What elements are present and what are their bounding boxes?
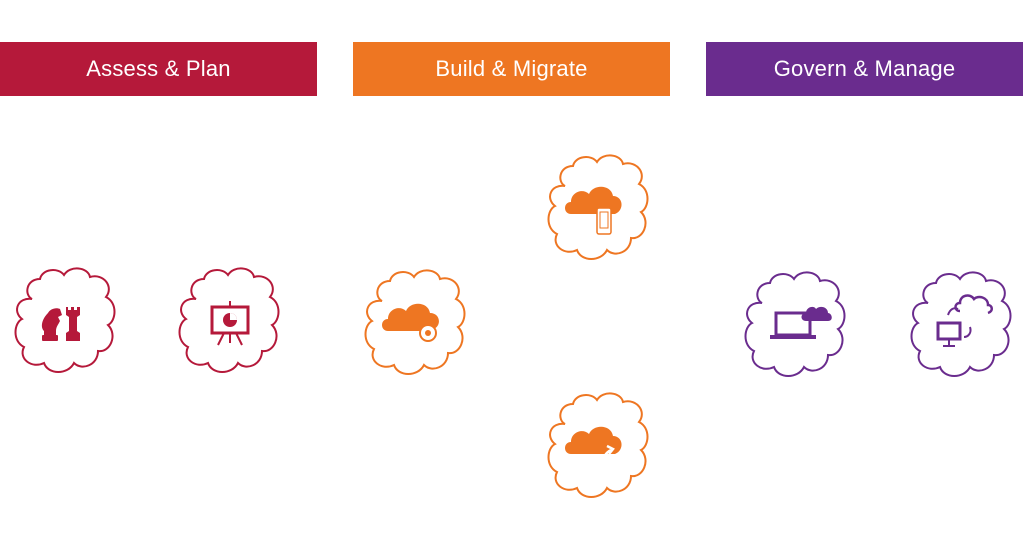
phase-header-govern-manage: Govern & Manage	[706, 42, 1023, 96]
build-cloud-upload	[545, 390, 653, 506]
assess-cloud-strategy	[12, 265, 120, 381]
cloud-mobile-icon	[565, 186, 622, 235]
cloud-gear-icon	[382, 303, 439, 342]
cloud-outline	[178, 267, 280, 373]
chess-pieces-icon	[41, 307, 80, 341]
govern-cloud-sync	[908, 269, 1016, 385]
laptop-cloud-icon	[770, 306, 832, 339]
phase-header-assess-plan: Assess & Plan	[0, 42, 317, 96]
phase-header-label: Govern & Manage	[773, 56, 956, 81]
cloud-outline	[14, 267, 116, 373]
cloud-outline	[547, 392, 649, 498]
cloud-outline	[547, 154, 649, 260]
cloud-outline	[910, 271, 1012, 377]
monitor-cloud-sync-icon	[936, 294, 993, 347]
cloud-outline	[744, 271, 846, 377]
build-cloud-configure	[362, 267, 470, 383]
build-cloud-mobile	[545, 152, 653, 268]
assess-cloud-plan	[176, 265, 284, 381]
presentation-board-icon	[210, 301, 250, 346]
phase-header-build-migrate: Build & Migrate	[353, 42, 670, 96]
phase-header-label: Assess & Plan	[86, 56, 231, 81]
cloud-upload-arrow-icon	[565, 426, 622, 465]
govern-cloud-laptop	[742, 269, 850, 385]
phase-header-label: Build & Migrate	[435, 56, 588, 81]
cloud-outline	[364, 269, 466, 375]
